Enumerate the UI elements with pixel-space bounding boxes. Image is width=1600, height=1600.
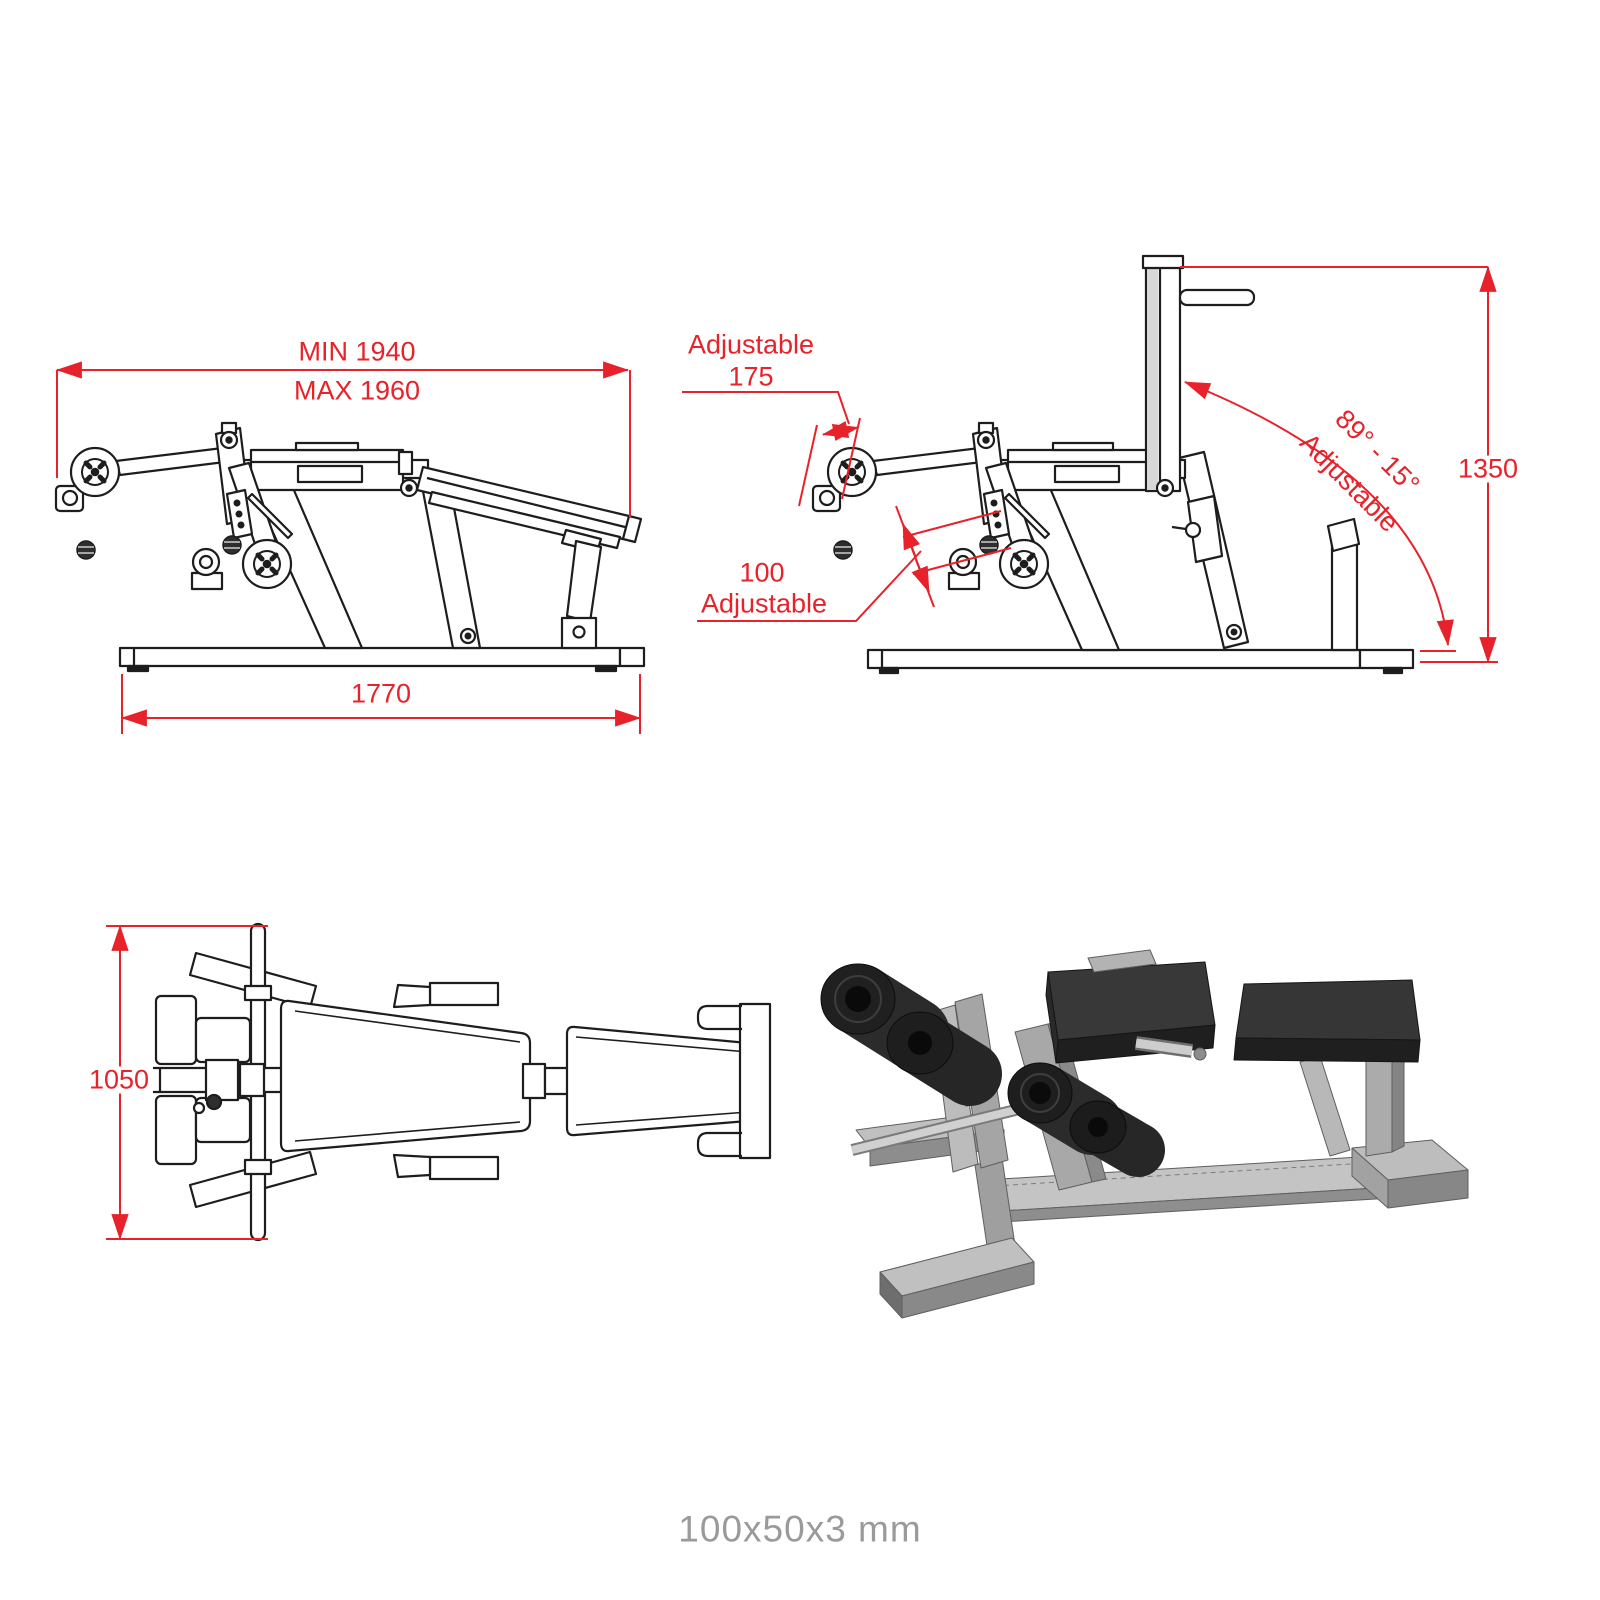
roller-pad-front (71, 448, 119, 496)
tube-spec-note: 100x50x3 mm (678, 1508, 922, 1550)
weight-horn (1330, 543, 1359, 652)
dim-text-hole-adjust-value: 100 (739, 557, 785, 588)
curl-arm (114, 445, 235, 477)
roller-pad-lower (243, 540, 291, 588)
seat-pad (279, 999, 532, 1153)
dim-text-overall-min: MIN 1940 (298, 336, 416, 367)
base-rail (866, 648, 1362, 670)
roller-pad (154, 994, 198, 1066)
dim-arc-backrest-angle (1183, 381, 1454, 647)
rear-bracket (738, 1002, 772, 1160)
dim-text-base-length: 1770 (350, 678, 412, 709)
leader-adjustable-175 (682, 391, 850, 425)
side-view-folded (54, 421, 646, 673)
top-view (148, 922, 772, 1242)
dim-text-overall-max: MAX 1960 (293, 375, 421, 406)
leader-adjustable-100 (697, 550, 922, 622)
handle-bar (1178, 288, 1256, 307)
dim-text-roller-adjust-value: 175 (728, 361, 774, 392)
iso-render (820, 949, 1469, 1319)
dim-text-height: 1350 (1453, 455, 1523, 483)
dim-text-width: 1050 (84, 1066, 154, 1094)
dim-text-hole-adjustable: Adjustable (700, 588, 828, 619)
dim-text-roller-adjustable: Adjustable (687, 329, 815, 360)
roller-pad (154, 1094, 198, 1166)
dimension-lines (55, 265, 1498, 1241)
roller-pad-lower (1000, 540, 1048, 588)
base-rail (118, 646, 622, 668)
curl-arm (871, 445, 992, 477)
